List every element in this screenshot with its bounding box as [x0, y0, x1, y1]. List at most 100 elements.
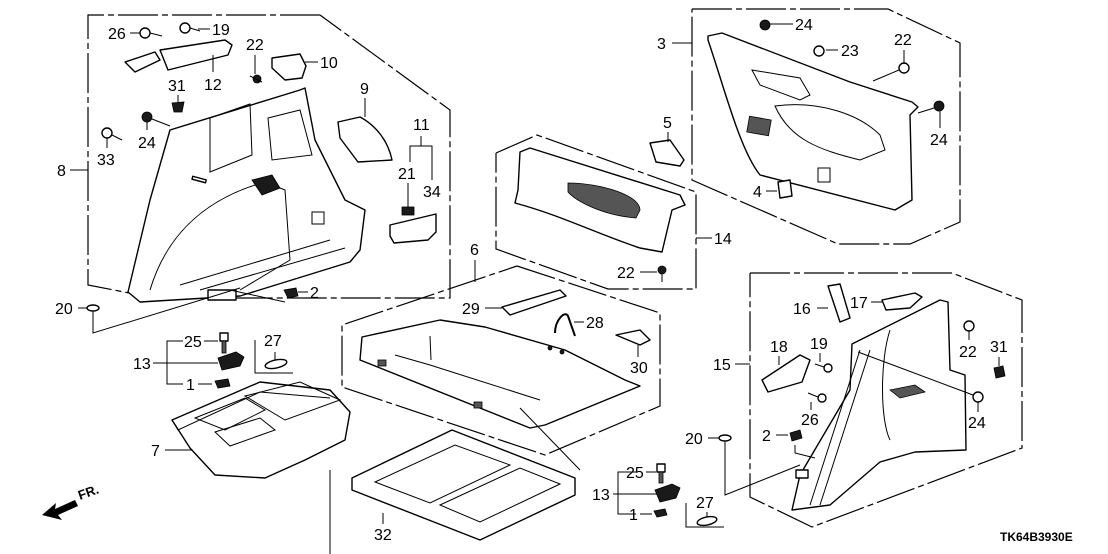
part-17-bezel[interactable] — [881, 292, 923, 311]
callout-24[interactable]: 24 — [795, 17, 813, 34]
part-25-bolt-right[interactable] — [656, 463, 666, 484]
callout-29[interactable]: 29 — [462, 301, 480, 318]
callout-27[interactable]: 27 — [696, 495, 714, 512]
part-10-cap[interactable] — [271, 53, 307, 81]
callout-21[interactable]: 21 — [398, 166, 416, 183]
part-6-fold-line — [394, 354, 541, 401]
callout-22[interactable]: 22 — [894, 32, 912, 49]
callout-31[interactable]: 31 — [168, 78, 186, 95]
part-19-screw[interactable] — [179, 22, 201, 34]
part-1-nut[interactable] — [214, 378, 231, 389]
callout-5[interactable]: 5 — [663, 115, 672, 132]
front-label: FR. — [76, 482, 101, 503]
part-20-clip-right[interactable] — [718, 434, 732, 450]
part-27-plug[interactable] — [264, 358, 288, 370]
callout-20[interactable]: 20 — [55, 301, 73, 318]
callout-13[interactable]: 13 — [592, 487, 610, 504]
callout-32[interactable]: 32 — [374, 527, 392, 544]
callout-6[interactable]: 6 — [470, 242, 479, 259]
part-4-cap[interactable] — [777, 179, 793, 199]
callout-28[interactable]: 28 — [586, 315, 604, 332]
callout-11[interactable]: 11 — [413, 117, 430, 134]
callout-7[interactable]: 7 — [151, 443, 160, 460]
callout-15[interactable]: 15 — [713, 357, 731, 374]
callout-1[interactable]: 1 — [186, 377, 195, 394]
callout-20[interactable]: 20 — [685, 431, 703, 448]
part-8-quarter-trim[interactable] — [127, 87, 366, 303]
part-18-bracket[interactable] — [761, 354, 811, 393]
part-15-lower-clip — [795, 469, 809, 479]
callout-18[interactable]: 18 — [770, 339, 788, 356]
callout-27[interactable]: 27 — [264, 333, 282, 350]
callout-2[interactable]: 2 — [310, 285, 319, 302]
part-21-clip[interactable] — [401, 206, 415, 216]
callout-22[interactable]: 22 — [246, 37, 264, 54]
callout-24[interactable]: 24 — [968, 415, 986, 432]
callout-4[interactable]: 4 — [753, 184, 762, 201]
callout-24[interactable]: 24 — [930, 132, 948, 149]
part-31-clip[interactable] — [171, 101, 185, 113]
callout-26[interactable]: 26 — [801, 412, 819, 429]
part-6-hinge-left — [377, 359, 387, 367]
callout-16[interactable]: 16 — [793, 301, 811, 318]
part-30-bracket[interactable] — [615, 329, 651, 346]
part-27-plug-right[interactable] — [696, 515, 718, 527]
callout-26[interactable]: 26 — [108, 26, 126, 43]
part-19-screw-right[interactable] — [814, 363, 833, 373]
part-9-side-cover[interactable] — [337, 116, 393, 163]
callout-23[interactable]: 23 — [841, 43, 859, 60]
part-22-clip-gate[interactable] — [872, 62, 910, 82]
part-26-screw[interactable] — [139, 27, 163, 39]
part-22-clip[interactable] — [249, 74, 263, 84]
callout-12[interactable]: 12 — [204, 77, 222, 94]
callout-10[interactable]: 10 — [320, 55, 338, 72]
callout-22[interactable]: 22 — [617, 265, 635, 282]
part-2-clip-right[interactable] — [789, 429, 803, 442]
part-12-upper-garnish[interactable] — [159, 39, 233, 71]
part-22-clip-right[interactable] — [963, 320, 975, 332]
part-23-clip[interactable] — [813, 45, 825, 57]
part-26-screw-right[interactable] — [807, 392, 827, 403]
callout-17[interactable]: 17 — [850, 295, 868, 312]
part-13-hook-right[interactable] — [654, 483, 681, 503]
part-13-hook[interactable] — [217, 351, 245, 371]
part-22-clip-garnish[interactable] — [657, 265, 667, 282]
callout-3[interactable]: 3 — [657, 36, 666, 53]
callout-22[interactable]: 22 — [959, 344, 977, 361]
callout-14[interactable]: 14 — [714, 231, 732, 248]
callout-30[interactable]: 30 — [630, 360, 648, 377]
part-29-strap[interactable] — [501, 289, 567, 316]
divider-line — [519, 407, 581, 471]
part-3-tailgate-lining[interactable] — [707, 32, 919, 211]
part-25-bolt[interactable] — [219, 332, 229, 354]
part-31-clip-right[interactable] — [993, 365, 1006, 379]
part-32-luggage-tray[interactable] — [351, 429, 576, 541]
part-7-underfloor-box[interactable] — [171, 381, 351, 479]
part-5-handle-cover[interactable] — [649, 139, 685, 167]
callout-33[interactable]: 33 — [97, 152, 115, 169]
part-24-clip[interactable] — [141, 111, 171, 127]
part-24-clip-side[interactable] — [917, 100, 945, 114]
callout-34[interactable]: 34 — [423, 184, 441, 201]
part-6-floor-board[interactable] — [359, 319, 641, 429]
callout-1[interactable]: 1 — [629, 507, 638, 524]
part-34-lid[interactable] — [389, 213, 437, 244]
part-20-clip-left[interactable] — [86, 304, 100, 320]
callout-24[interactable]: 24 — [138, 135, 156, 152]
callout-31[interactable]: 31 — [990, 339, 1008, 356]
callout-25[interactable]: 25 — [626, 465, 644, 482]
part-24-clip-top[interactable] — [759, 19, 771, 31]
part-2-clip[interactable] — [283, 287, 299, 299]
callout-2[interactable]: 2 — [762, 428, 771, 445]
callout-9[interactable]: 9 — [360, 81, 369, 98]
callout-19[interactable]: 19 — [212, 22, 230, 39]
part-28-hook[interactable] — [554, 313, 576, 337]
callout-13[interactable]: 13 — [133, 356, 151, 373]
part-8-window-opening — [209, 103, 253, 173]
callout-8[interactable]: 8 — [57, 163, 66, 180]
part-33-screw[interactable] — [101, 127, 123, 141]
callout-25[interactable]: 25 — [184, 334, 202, 351]
callout-19[interactable]: 19 — [810, 336, 828, 353]
part-1-nut-right[interactable] — [653, 508, 668, 518]
part-16-grille[interactable] — [827, 283, 851, 323]
